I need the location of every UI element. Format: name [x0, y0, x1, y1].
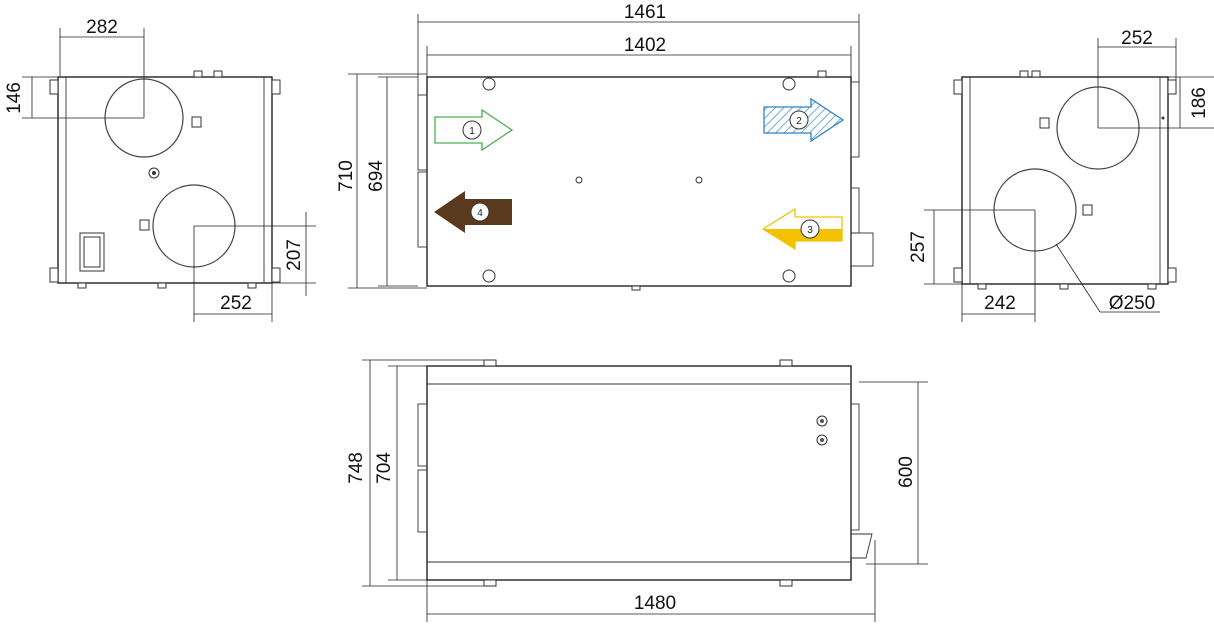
svg-text:2: 2	[796, 116, 802, 127]
dim-right-diameter: Ø250	[1109, 293, 1155, 314]
dim-top-width-total: 1480	[634, 593, 676, 614]
dim-left-height-top: 146	[4, 82, 25, 114]
dim-top-depth: 600	[896, 456, 917, 488]
dim-top-height-outer: 748	[346, 452, 367, 484]
dim-front-height-inner: 694	[366, 160, 387, 192]
dim-left-width-bottom: 252	[220, 293, 252, 314]
svg-text:1: 1	[469, 126, 475, 137]
airflow-arrow-2: 2	[763, 97, 845, 143]
airflow-arrow-3: 3	[761, 207, 843, 251]
left-side-view: 282 146 207 252	[4, 17, 316, 322]
svg-text:3: 3	[807, 225, 813, 236]
dim-top-height-inner: 704	[374, 452, 395, 484]
dim-front-width-inner: 1402	[624, 35, 666, 56]
dim-right-height-bottom: 257	[908, 231, 929, 263]
svg-text:4: 4	[477, 208, 483, 219]
dim-right-height-top: 186	[1189, 87, 1210, 119]
front-view: 1 2 3 4 1461 1402	[336, 2, 874, 291]
top-view: 748 704 600 1480	[346, 359, 928, 622]
airflow-arrow-1: 1	[434, 108, 514, 152]
dim-left-width-top: 282	[86, 17, 118, 38]
dim-right-width-top: 252	[1121, 28, 1153, 49]
dim-left-height-bottom: 207	[284, 239, 305, 271]
dim-front-width-total: 1461	[624, 2, 666, 23]
top-view-body	[426, 365, 852, 581]
right-side-view: 252 186 257 242 Ø250	[908, 28, 1214, 322]
airflow-arrow-4: 4	[434, 191, 512, 233]
dim-front-height-outer: 710	[336, 160, 357, 192]
dim-right-width-bottom: 242	[984, 293, 1016, 314]
